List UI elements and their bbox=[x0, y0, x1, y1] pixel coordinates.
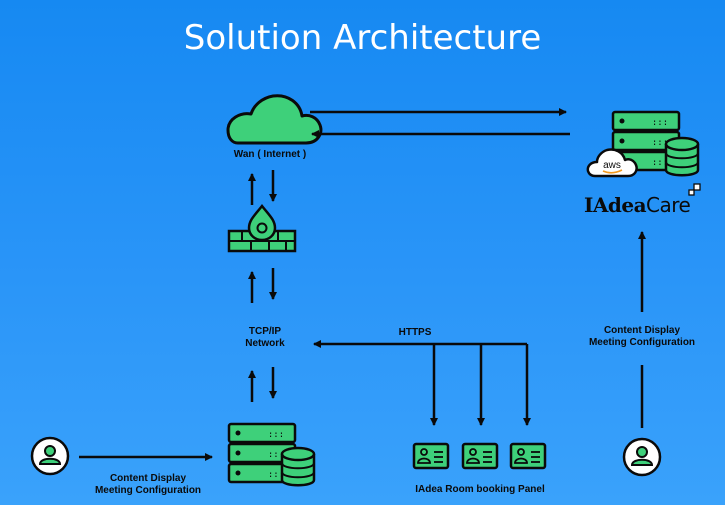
aws-cloud-icon bbox=[586, 148, 638, 178]
right-user-label-line2: Meeting Configuration bbox=[588, 337, 696, 348]
left-user-label: Content Display Meeting Configuration bbox=[78, 473, 218, 497]
room-panel-label: IAdea Room booking Panel bbox=[415, 484, 545, 495]
left-user-label-line1: Content Display bbox=[109, 473, 187, 484]
svg-text::::: ::: bbox=[268, 430, 284, 440]
panel-icon bbox=[509, 442, 547, 470]
right-user-label-line1: Content Display bbox=[603, 325, 681, 336]
network-label: TCP/IP Network bbox=[225, 326, 305, 350]
server-icon: ::: ::: ::: bbox=[227, 422, 297, 484]
network-server-arrows bbox=[248, 367, 277, 402]
database-icon bbox=[280, 446, 316, 487]
svg-text::::: ::: bbox=[268, 470, 284, 480]
panel-icon bbox=[461, 442, 499, 470]
firewall-icon bbox=[227, 203, 297, 253]
https-connections bbox=[313, 340, 531, 426]
wan-aws-arrows bbox=[310, 108, 570, 138]
iadeacare-brand: IAdeaCare bbox=[584, 193, 691, 217]
user-icon bbox=[30, 436, 70, 476]
database-icon bbox=[664, 136, 700, 177]
cloud-icon bbox=[226, 94, 323, 145]
wan-firewall-arrows bbox=[248, 170, 277, 205]
firewall-network-arrows bbox=[248, 268, 277, 303]
iadea-logo-mark bbox=[688, 183, 701, 196]
svg-text::::: ::: bbox=[652, 158, 668, 168]
brand-bold: IAdea bbox=[584, 193, 647, 217]
https-label: HTTPS bbox=[398, 327, 432, 338]
brand-light: Care bbox=[646, 193, 691, 217]
svg-text::::: ::: bbox=[268, 450, 284, 460]
svg-text::::: ::: bbox=[652, 138, 668, 148]
server-icon: ::: ::: ::: bbox=[611, 110, 681, 172]
right-user-label: Content Display Meeting Configuration bbox=[575, 325, 709, 349]
user-icon bbox=[622, 437, 662, 477]
wan-label: Wan ( Internet ) bbox=[233, 149, 307, 160]
network-label-line2: Network bbox=[245, 338, 285, 349]
panel-icon bbox=[412, 442, 450, 470]
network-label-line1: TCP/IP bbox=[248, 326, 282, 337]
aws-label: aws bbox=[603, 160, 621, 171]
left-user-label-line2: Meeting Configuration bbox=[94, 485, 202, 496]
diagram-title: Solution Architecture bbox=[183, 18, 542, 58]
svg-text::::: ::: bbox=[652, 118, 668, 128]
